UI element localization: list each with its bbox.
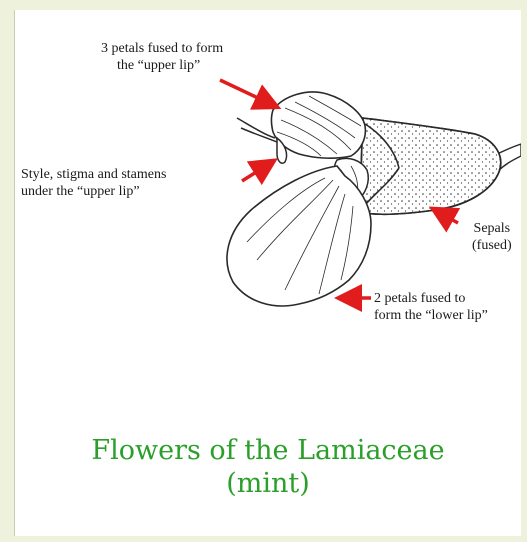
diagram-title: Flowers of the Lamiaceae (mint) xyxy=(15,434,521,500)
arrow-upper-lip xyxy=(220,80,275,106)
label-lower-lip-line-2: form the “lower lip” xyxy=(374,307,488,324)
label-upper-lip-line-2: the “upper lip” xyxy=(101,57,223,74)
label-sepals: Sepals (fused) xyxy=(472,220,512,254)
arrow-sepals xyxy=(435,210,458,223)
label-upper-lip: 3 petals fused to form the “upper lip” xyxy=(101,40,223,74)
label-sepals-line-1: Sepals xyxy=(472,220,512,237)
lower-lip-petals xyxy=(227,166,371,306)
label-upper-lip-line-1: 3 petals fused to form xyxy=(101,40,223,57)
label-style-line-1: Style, stigma and stamens xyxy=(21,166,166,183)
label-lower-lip-line-1: 2 petals fused to xyxy=(374,290,488,307)
arrow-style xyxy=(242,162,272,181)
label-lower-lip: 2 petals fused to form the “lower lip” xyxy=(374,290,488,324)
calyx-sepals xyxy=(359,118,501,214)
diagram-card: 3 petals fused to form the “upper lip” S… xyxy=(14,10,521,536)
title-line-2: (mint) xyxy=(15,467,521,500)
label-sepals-line-2: (fused) xyxy=(472,237,512,254)
title-line-1: Flowers of the Lamiaceae xyxy=(15,434,521,467)
label-style-stigma-stamens: Style, stigma and stamens under the “upp… xyxy=(21,166,166,200)
label-style-line-2: under the “upper lip” xyxy=(21,183,166,200)
